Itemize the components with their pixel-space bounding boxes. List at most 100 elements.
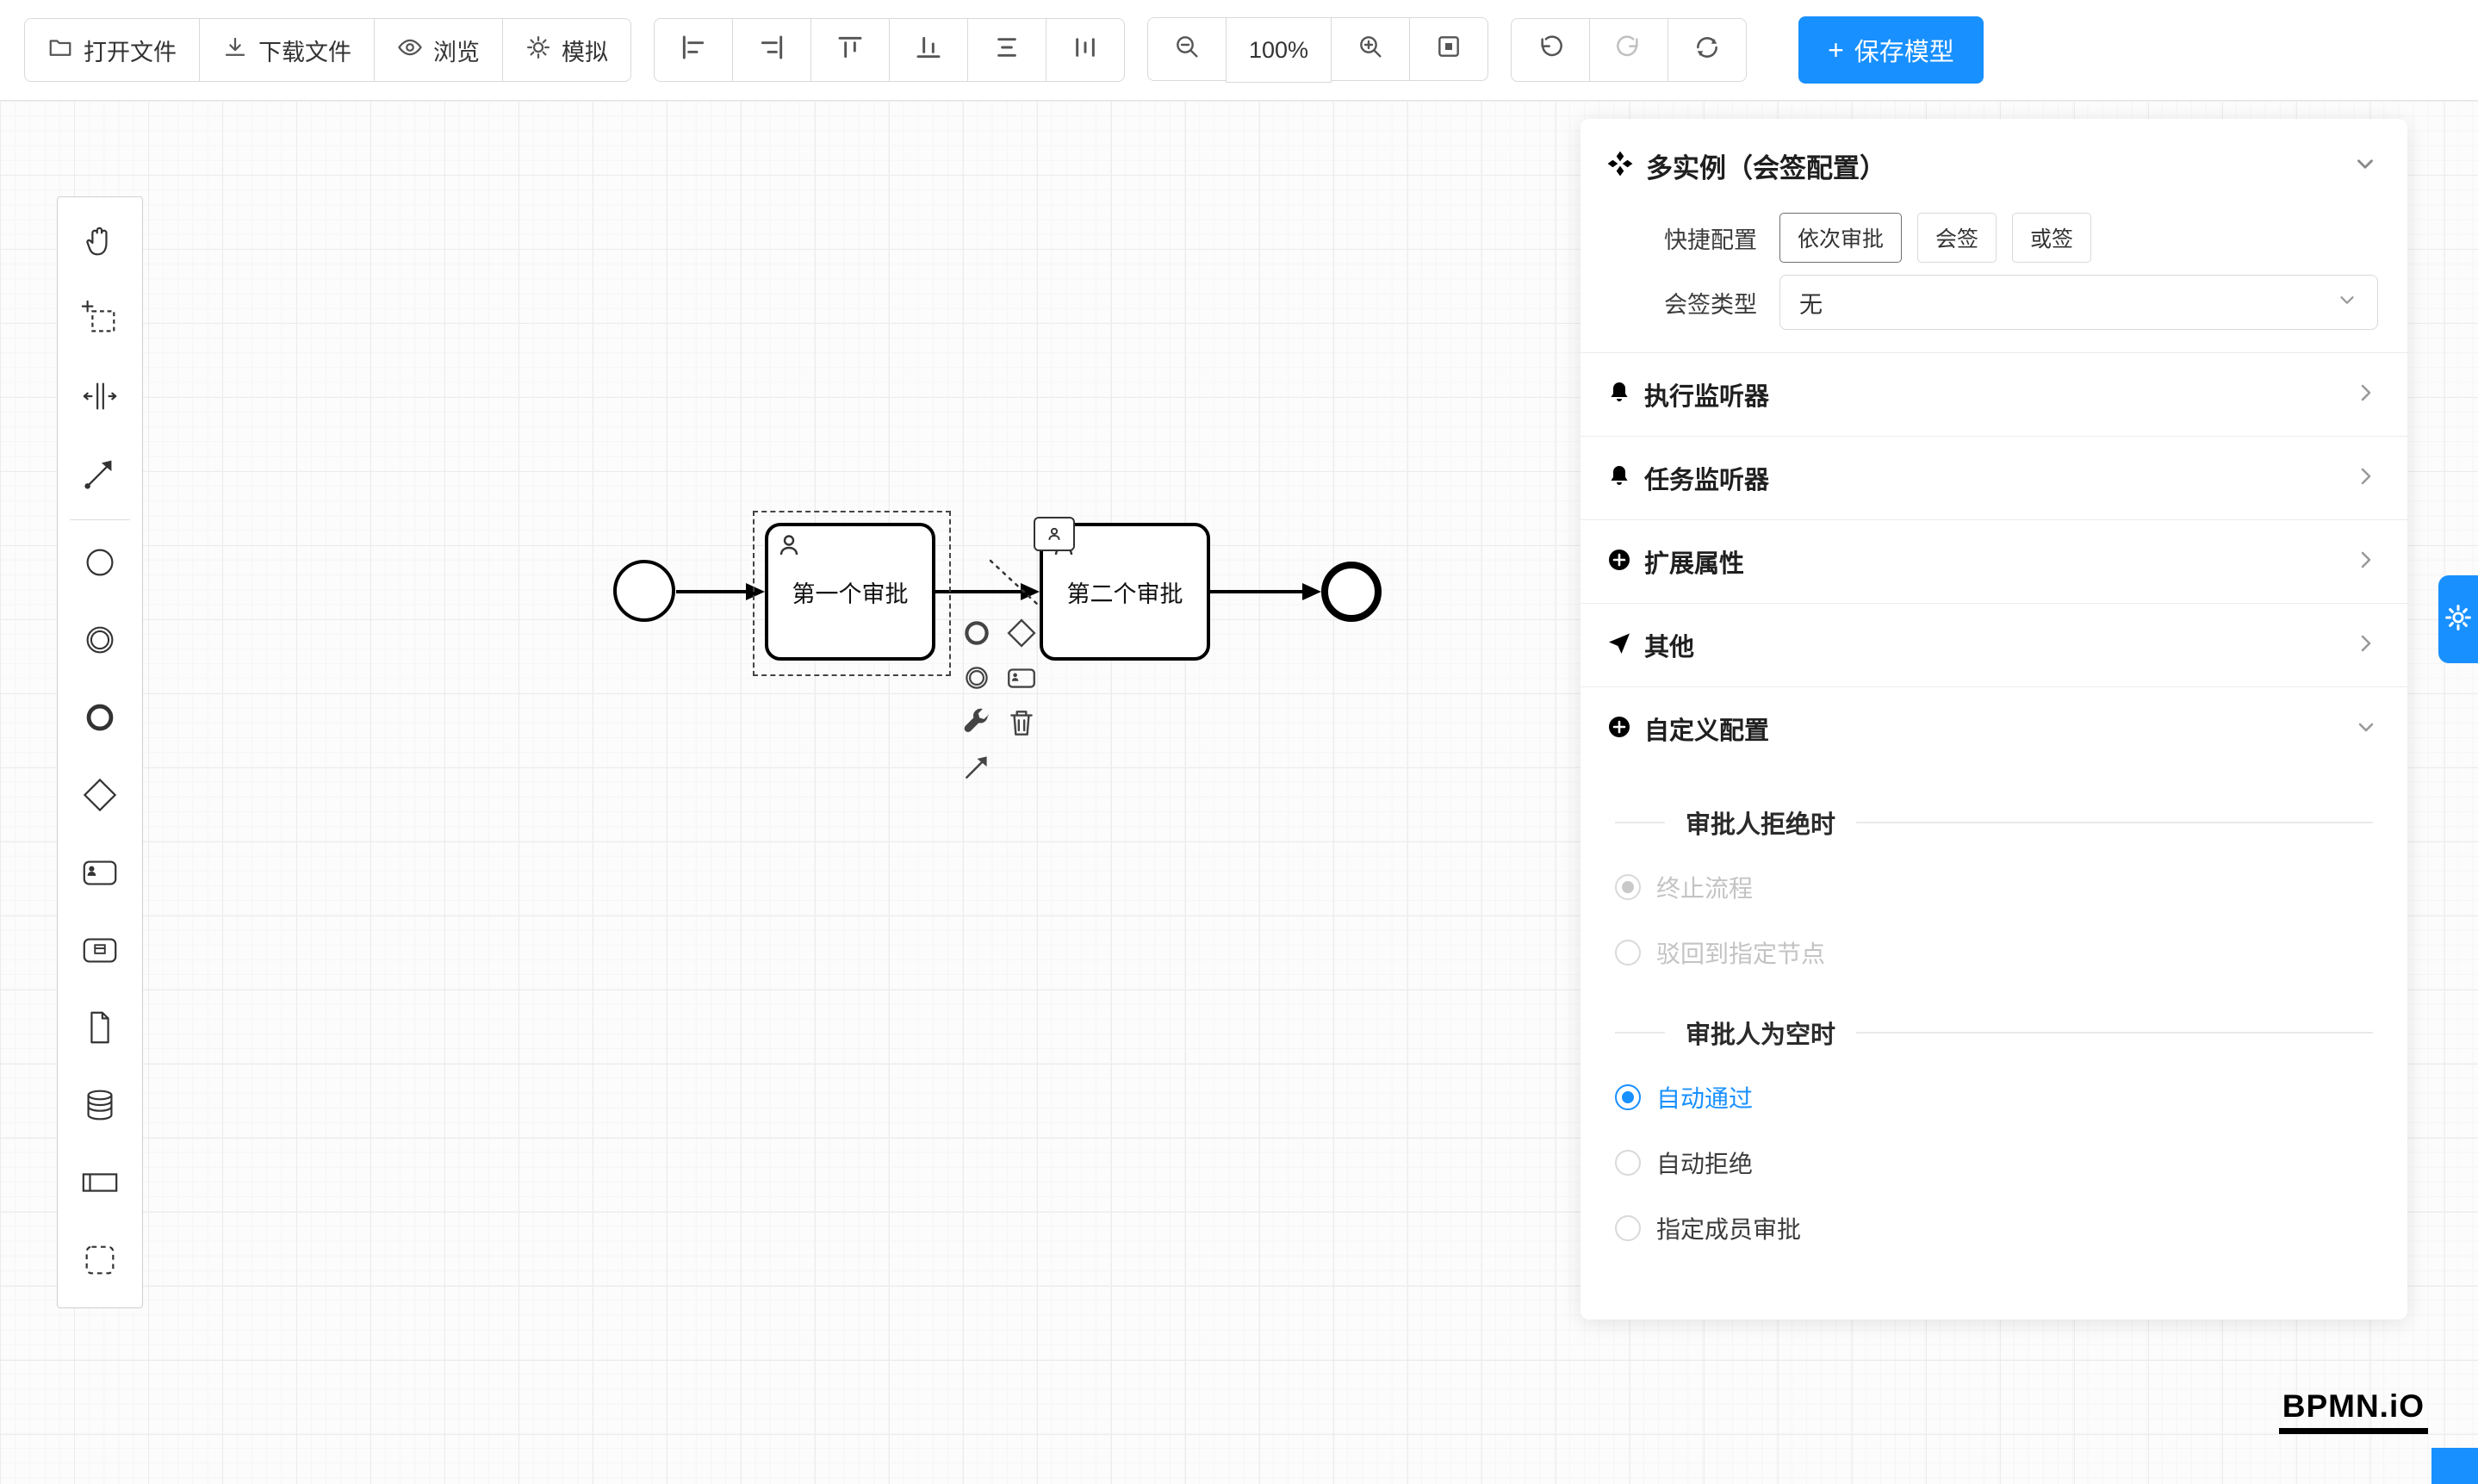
chevron-down-icon <box>2336 289 2358 317</box>
undo-button[interactable] <box>1511 18 1591 82</box>
chevron-down-icon <box>2354 715 2378 743</box>
bpmn-io-logo: BPMN.iO <box>2278 1388 2428 1434</box>
lasso-tool[interactable] <box>58 282 142 359</box>
create-gateway[interactable] <box>58 758 142 835</box>
create-data-store[interactable] <box>58 1068 142 1146</box>
history-button-group <box>1511 18 1748 82</box>
append-gateway-icon[interactable] <box>1003 614 1040 652</box>
space-tool[interactable] <box>58 359 142 437</box>
create-start-event[interactable] <box>58 525 142 603</box>
align-bottom-button[interactable] <box>889 18 968 82</box>
document-icon <box>80 1008 120 1052</box>
radio-assign-member[interactable]: 指定成员审批 <box>1615 1195 2373 1261</box>
chevron-right-icon <box>2354 631 2378 660</box>
append-intermediate-event-icon[interactable] <box>958 659 996 697</box>
space-icon <box>80 376 120 420</box>
quick-option-countersign[interactable]: 会签 <box>1917 213 1997 263</box>
zoom-out-icon <box>1173 33 1201 66</box>
user-task-1[interactable]: 第一个审批 <box>765 523 935 661</box>
task-label: 第一个审批 <box>792 581 909 607</box>
preview-button[interactable]: 浏览 <box>374 18 503 82</box>
create-end-event[interactable] <box>58 680 142 758</box>
radio-label: 驳回到指定节点 <box>1656 941 1826 967</box>
zoom-level-display: 100% <box>1226 17 1332 83</box>
zoom-in-icon <box>1357 33 1384 66</box>
simulate-gear-icon <box>525 34 551 66</box>
chevron-right-icon <box>2354 548 2378 576</box>
create-participant[interactable] <box>58 1146 142 1223</box>
section-label: 扩展属性 <box>1644 550 1745 578</box>
append-end-event-icon[interactable] <box>958 614 996 652</box>
download-icon <box>222 34 248 66</box>
distribute-horizontal-button[interactable] <box>1046 18 1125 82</box>
lasso-icon <box>80 299 120 343</box>
radio-terminate-process: 终止流程 <box>1615 854 2373 920</box>
align-top-button[interactable] <box>810 18 890 82</box>
plus-circle-icon <box>1606 547 1632 577</box>
trash-icon[interactable] <box>1003 704 1040 742</box>
refresh-icon <box>1693 34 1721 67</box>
create-data-object[interactable] <box>58 990 142 1068</box>
wrench-icon[interactable] <box>958 704 996 742</box>
mini-user-task-marker[interactable] <box>1034 517 1075 551</box>
hand-tool[interactable] <box>58 204 142 282</box>
align-top-icon <box>836 34 864 67</box>
sign-type-row: 会签类型 无 <box>1581 275 2378 330</box>
zoom-reset-button[interactable] <box>1409 17 1489 81</box>
chevron-down-icon[interactable] <box>2352 151 2378 181</box>
align-right-button[interactable] <box>732 18 811 82</box>
user-icon <box>775 531 803 565</box>
create-group[interactable] <box>58 1223 142 1301</box>
gateway-icon <box>80 775 120 819</box>
multi-instance-icon <box>1606 150 1634 182</box>
download-file-label: 下载文件 <box>258 39 351 65</box>
section-extended-properties[interactable]: 扩展属性 <box>1581 519 2407 603</box>
quick-option-sequential[interactable]: 依次审批 <box>1779 213 1903 263</box>
open-file-button[interactable]: 打开文件 <box>24 18 200 82</box>
radio-icon[interactable] <box>1615 1215 1641 1241</box>
section-execution-listener[interactable]: 执行监听器 <box>1581 352 2407 436</box>
section-custom-config[interactable]: 自定义配置 <box>1581 686 2407 770</box>
sign-type-select[interactable]: 无 <box>1779 275 2378 330</box>
settings-toggle-button[interactable] <box>2438 575 2478 663</box>
radio-auto-reject[interactable]: 自动拒绝 <box>1615 1130 2373 1195</box>
global-connect-tool[interactable] <box>58 437 142 514</box>
preview-label: 浏览 <box>433 39 480 65</box>
zoom-in-button[interactable] <box>1331 17 1411 81</box>
quick-option-orsign[interactable]: 或签 <box>2012 213 2092 263</box>
align-right-icon <box>758 34 786 67</box>
radio-icon[interactable] <box>1615 1150 1641 1176</box>
gear-icon <box>2444 603 2473 636</box>
create-task[interactable] <box>58 913 142 990</box>
zoom-level-value: 100% <box>1249 36 1309 63</box>
corner-badge[interactable] <box>2431 1448 2478 1484</box>
align-left-button[interactable] <box>654 18 733 82</box>
zoom-out-button[interactable] <box>1147 17 1227 81</box>
sign-type-value: 无 <box>1799 291 1823 318</box>
refresh-button[interactable] <box>1668 18 1748 82</box>
reject-group-divider: 审批人拒绝时 <box>1615 804 2373 841</box>
quick-config-row: 快捷配置 依次审批 会签 或签 <box>1581 213 2378 263</box>
radio-label: 指定成员审批 <box>1656 1216 1802 1243</box>
distribute-vertical-button[interactable] <box>967 18 1046 82</box>
connect-icon[interactable] <box>958 748 996 786</box>
save-model-button[interactable]: + 保存模型 <box>1798 16 1984 84</box>
end-event[interactable] <box>1321 562 1382 622</box>
panel-sections: 执行监听器 任务监听器 扩展属性 其他 自定义配置 <box>1581 352 2407 770</box>
create-user-task[interactable] <box>58 835 142 913</box>
radio-auto-pass[interactable]: 自动通过 <box>1615 1065 2373 1130</box>
simulate-button[interactable]: 模拟 <box>502 18 631 82</box>
radio-icon[interactable] <box>1615 1084 1641 1110</box>
context-pad <box>958 614 1040 786</box>
section-other[interactable]: 其他 <box>1581 603 2407 686</box>
section-task-listener[interactable]: 任务监听器 <box>1581 436 2407 519</box>
create-intermediate-event[interactable] <box>58 603 142 680</box>
panel-header[interactable]: 多实例（会签配置） <box>1581 127 2407 201</box>
bell-icon <box>1606 463 1632 494</box>
properties-panel: 多实例（会签配置） 快捷配置 依次审批 会签 或签 会签类型 无 <box>1581 119 2407 1319</box>
redo-button[interactable] <box>1589 18 1669 82</box>
start-event[interactable] <box>613 560 675 622</box>
end-event-icon <box>80 698 120 742</box>
append-task-icon[interactable] <box>1003 659 1040 697</box>
download-file-button[interactable]: 下载文件 <box>199 18 375 82</box>
